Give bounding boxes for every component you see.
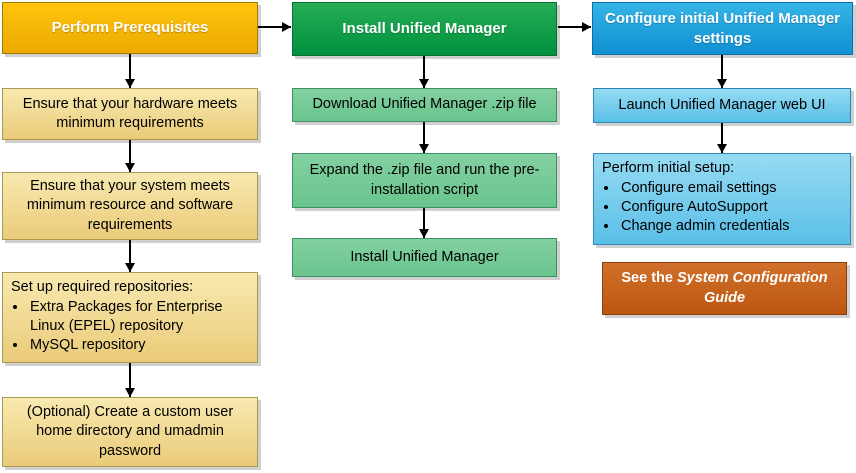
arrow-right-icon — [558, 22, 591, 32]
step-expand-zip-run-script: Expand the .zip file and run the pre-ins… — [292, 153, 557, 208]
step-setup-repositories-title: Set up required repositories: — [11, 279, 194, 295]
step-launch-web-ui-label: Launch Unified Manager web UI — [618, 96, 826, 113]
step-perform-initial-setup: Perform initial setup: Configure email s… — [593, 153, 851, 245]
step-setup-repositories: Set up required repositories: Extra Pack… — [2, 272, 258, 363]
arrow-down-icon — [125, 240, 135, 272]
step-hardware-requirements-label: Ensure that your hardware meets minimum … — [22, 95, 238, 131]
note-system-configuration-guide-label: See the System Configuration Guide — [611, 269, 838, 307]
arrow-down-icon — [717, 123, 727, 153]
header-configure-initial-settings: Configure initial Unified Manager settin… — [592, 2, 853, 55]
arrow-down-icon — [125, 140, 135, 172]
arrow-down-icon — [419, 208, 429, 238]
header-configure-initial-settings-label: Configure initial Unified Manager settin… — [604, 9, 840, 47]
arrow-down-icon — [419, 56, 429, 88]
step-perform-initial-setup-title: Perform initial setup: — [602, 160, 735, 176]
header-perform-prerequisites: Perform Prerequisites — [2, 2, 258, 54]
step-launch-web-ui: Launch Unified Manager web UI — [593, 88, 851, 123]
list-item: Extra Packages for Enterprise Linux (EPE… — [28, 298, 249, 336]
step-optional-home-directory-label: (Optional) Create a custom user home dir… — [26, 404, 234, 459]
arrow-right-icon — [258, 22, 291, 32]
header-install-unified-manager-label: Install Unified Manager — [342, 20, 507, 38]
repositories-list: Extra Packages for Enterprise Linux (EPE… — [11, 298, 249, 355]
note-system-configuration-guide: See the System Configuration Guide — [602, 262, 847, 315]
step-optional-home-directory: (Optional) Create a custom user home dir… — [2, 397, 258, 467]
list-item: Configure email settings — [619, 179, 789, 198]
list-item: MySQL repository — [28, 336, 249, 355]
step-hardware-requirements: Ensure that your hardware meets minimum … — [2, 88, 258, 140]
step-system-requirements: Ensure that your system meets minimum re… — [2, 172, 258, 240]
header-perform-prerequisites-label: Perform Prerequisites — [51, 19, 209, 37]
note-prefix: See the — [621, 270, 677, 287]
step-expand-zip-run-script-label: Expand the .zip file and run the pre-ins… — [309, 162, 540, 198]
arrow-down-icon — [717, 55, 727, 88]
step-download-zip: Download Unified Manager .zip file — [292, 88, 557, 122]
arrow-down-icon — [125, 54, 135, 88]
header-install-unified-manager: Install Unified Manager — [292, 2, 557, 56]
list-item: Configure AutoSupport — [619, 198, 789, 217]
step-install-unified-manager: Install Unified Manager — [292, 238, 557, 277]
step-system-requirements-label: Ensure that your system meets minimum re… — [26, 178, 234, 233]
note-guide-title: System Configuration Guide — [676, 270, 828, 306]
step-download-zip-label: Download Unified Manager .zip file — [312, 96, 537, 113]
initial-setup-list: Configure email settings Configure AutoS… — [602, 179, 789, 236]
list-item: Change admin credentials — [619, 217, 789, 236]
arrow-down-icon — [419, 122, 429, 153]
step-install-unified-manager-label: Install Unified Manager — [350, 248, 499, 265]
arrow-down-icon — [125, 363, 135, 397]
